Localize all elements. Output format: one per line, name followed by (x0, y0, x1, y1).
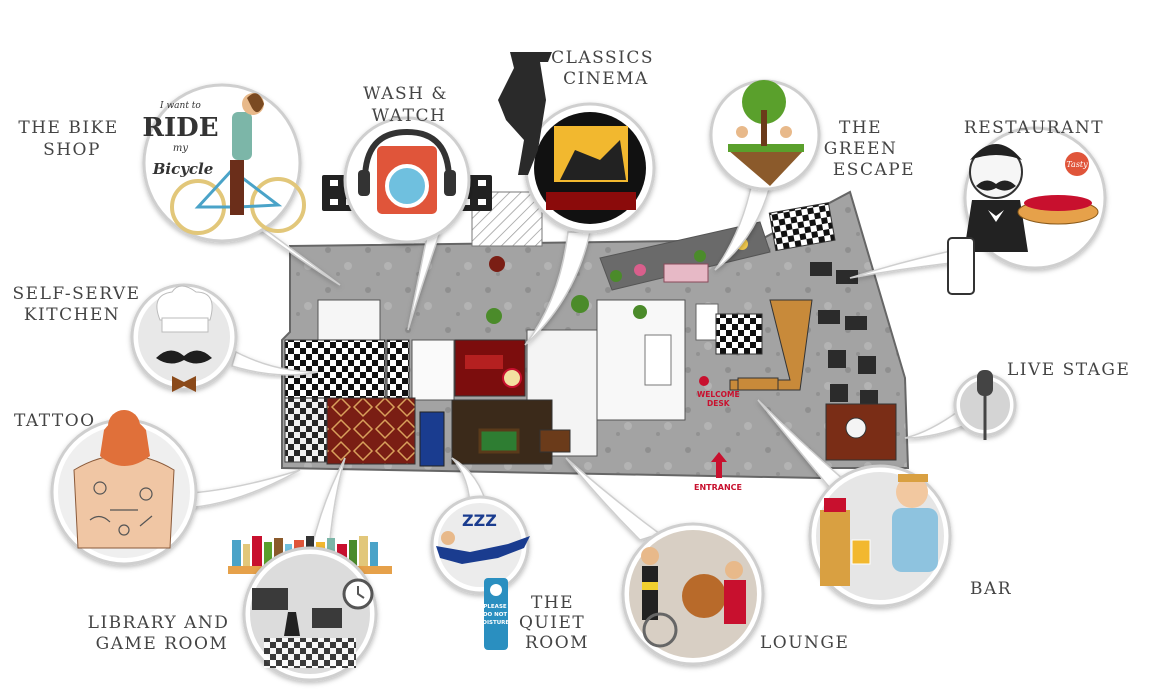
quiet-room-vignette: ZZZ PLEASE DO NOT DISTURB (430, 495, 530, 650)
kitchen-floor (284, 339, 386, 399)
floating-island (728, 150, 804, 186)
entrance-label: ENTRANCE (694, 483, 742, 492)
checker-strip (386, 339, 410, 401)
staircase (644, 334, 672, 386)
bike-shop-vignette: I want to RIDE my Bicycle (142, 83, 306, 243)
stair-block (411, 339, 455, 401)
tattoo-vignette (50, 410, 198, 566)
label-classics-cinema: CLASSICS CINEMA (551, 48, 661, 89)
pool-table (478, 428, 520, 454)
label-restaurant: RESTAURANT (964, 118, 1104, 138)
headphones-icon (362, 128, 452, 181)
restaurant-vignette: Tasty (947, 126, 1107, 295)
label-wash-watch: WASH & WATCH (363, 84, 455, 126)
bar-counter (729, 299, 813, 391)
hand-right (312, 608, 342, 628)
connector-tails (174, 181, 970, 571)
label-quiet-room: THE QUIET ROOM (519, 593, 592, 653)
welcome-desk-label: WELCOME DESK (697, 390, 742, 408)
lounge-sofa (539, 429, 571, 453)
floor-plan: WELCOME DESK ENTRANCE (281, 190, 910, 492)
mustache-icon (976, 180, 1016, 191)
sleep-zzz-icon: ZZZ (462, 511, 497, 530)
tattoo-head (108, 410, 140, 442)
elevator (695, 303, 719, 341)
tasty-badge-text: Tasty (1066, 160, 1088, 169)
label-self-serve-kitchen: SELF-SERVE KITCHEN (13, 284, 148, 325)
tasty-badge (1065, 152, 1089, 176)
lounge-person-right (724, 580, 746, 624)
door-hanger (484, 578, 508, 650)
hand-left (252, 588, 288, 610)
terrace-bench (663, 263, 709, 283)
bathroom-block (317, 299, 381, 343)
microphone-icon (977, 370, 993, 396)
library-game-room-vignette (228, 536, 392, 682)
label-live-stage: LIVE STAGE (1007, 360, 1130, 380)
terrace-plants (486, 238, 748, 324)
bowtie-icon (172, 376, 196, 392)
cyclist-body (232, 112, 252, 160)
quiet-room-floor (419, 411, 445, 467)
popcorn-icon (502, 368, 522, 388)
lounge-person-left (642, 566, 658, 620)
bartender-head (896, 476, 928, 508)
dj-decks (845, 417, 867, 439)
tree-icon (742, 80, 786, 124)
chess-piece-icon (284, 612, 300, 636)
lounge-table (682, 574, 726, 618)
door-hanger-text: PLEASE DO NOT DISTURB (482, 604, 509, 626)
label-tattoo: TATTOO (14, 411, 96, 431)
chessboard (264, 638, 356, 668)
label-bar: BAR (970, 579, 1012, 599)
welcome-desk-marker (699, 376, 709, 386)
cinema-seats (465, 355, 503, 369)
tattoo-room (284, 397, 328, 463)
reception-counter (737, 377, 779, 391)
beer-glass-icon (851, 539, 871, 565)
cinema-seats-rows (546, 192, 636, 210)
bartender-body (892, 508, 938, 572)
entrance-arrow (711, 452, 727, 478)
cowboy-silhouette (498, 52, 552, 175)
bicycle-frame-icon (194, 167, 283, 209)
phone-icon (947, 237, 975, 295)
wash-watch-vignette (322, 116, 492, 244)
tattooed-torso (73, 454, 175, 549)
chef-hat-icon (156, 285, 213, 321)
area-labels: THE BIKE SHOP WASH & WATCH CLASSICS CINE… (13, 48, 1130, 654)
restaurant-tables (810, 262, 878, 408)
entry-checker (715, 313, 763, 355)
sleeping-person (436, 536, 530, 564)
restaurant-checker (768, 202, 836, 252)
lounge-vignette (621, 522, 765, 666)
kitchen-mustache-icon (156, 350, 212, 364)
bicycle-sign-text: I want to RIDE my Bicycle (142, 93, 223, 178)
bar-vignette (808, 464, 952, 608)
self-serve-kitchen-vignette (130, 283, 238, 392)
label-lounge: LOUNGE (760, 633, 849, 653)
library-room (326, 397, 416, 465)
label-bike-shop: THE BIKE SHOP (18, 118, 125, 160)
bicycle-wheel-lounge (642, 612, 678, 648)
green-escape-vignette (709, 79, 821, 191)
label-green-escape: THE GREEN ESCAPE (824, 118, 915, 180)
label-library-game-room: LIBRARY AND GAME ROOM (88, 613, 237, 654)
beer-tap (820, 510, 850, 586)
classics-cinema-vignette (498, 52, 656, 234)
live-stage-vignette (953, 370, 1017, 440)
